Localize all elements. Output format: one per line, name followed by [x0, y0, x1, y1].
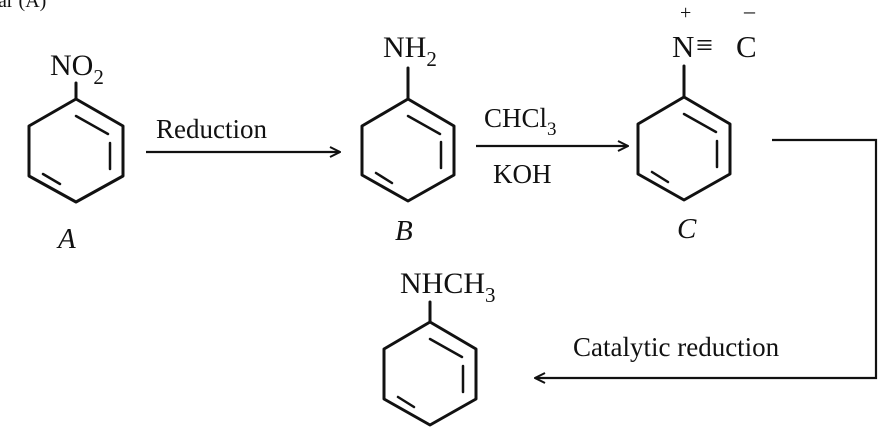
catalytic-reduction-arrow: Catalytic reduction [535, 138, 878, 378]
compound-c-label: C [677, 213, 697, 245]
reduction-label: Reduction [156, 114, 267, 144]
compound-c-c-atom: C [736, 29, 757, 64]
compound-a: NO2 A [27, 49, 125, 255]
compound-c-plus-charge: + [680, 2, 691, 24]
compound-c: + N ≡ – C C [636, 0, 757, 245]
top-fragment-text: ar (A) [0, 0, 46, 12]
compound-c-benzene-ring [636, 95, 732, 202]
reagent-chcl3: CHCl3 [484, 103, 557, 140]
compound-c-minus-charge: – [743, 0, 756, 23]
compound-b-substituent: NH2 [383, 31, 437, 71]
reduction-arrow: Reduction [146, 114, 340, 152]
compound-a-benzene-ring [27, 97, 125, 204]
compound-a-label: A [56, 223, 76, 255]
compound-d: NHCH3 [382, 267, 496, 427]
catalytic-arrow-line [535, 138, 878, 378]
compound-b-label: B [395, 215, 413, 247]
compound-c-n-atom: N [672, 29, 694, 64]
compound-b-benzene-ring [360, 97, 456, 203]
compound-b: NH2 B [360, 31, 456, 247]
compound-a-substituent: NO2 [50, 49, 104, 89]
catalytic-reduction-label: Catalytic reduction [573, 332, 780, 362]
compound-d-benzene-ring [382, 320, 478, 427]
carbylamine-arrow: CHCl3 KOH [476, 103, 628, 189]
compound-c-triple-bond: ≡ [696, 29, 713, 62]
reagent-koh: KOH [493, 159, 552, 189]
compound-d-substituent: NHCH3 [400, 267, 496, 307]
